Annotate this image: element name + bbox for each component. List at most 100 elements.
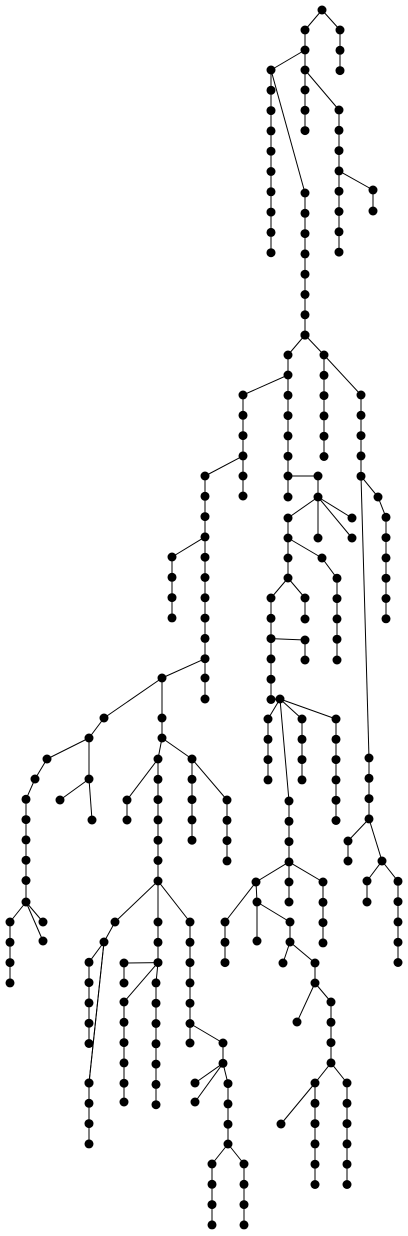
tree-node xyxy=(334,146,344,156)
tree-node xyxy=(275,694,285,704)
tree-edge xyxy=(126,758,159,801)
tree-node xyxy=(284,796,294,806)
tree-node xyxy=(119,1078,129,1088)
tree-node xyxy=(218,1058,228,1068)
tree-node xyxy=(373,492,383,502)
tree-node xyxy=(239,1220,249,1230)
tree-node xyxy=(200,532,210,542)
tree-node xyxy=(185,937,195,947)
tree-node xyxy=(185,958,195,968)
tree-node xyxy=(266,187,276,197)
tree-node xyxy=(238,431,248,441)
tree-node xyxy=(263,734,273,744)
tree-node xyxy=(21,855,31,865)
tree-node xyxy=(153,815,163,825)
tree-node xyxy=(284,816,294,826)
tree-node xyxy=(223,1099,233,1109)
tree-node xyxy=(317,553,327,563)
tree-node xyxy=(42,754,52,764)
tree-node xyxy=(276,1119,286,1129)
tree-node xyxy=(239,1200,249,1210)
tree-node xyxy=(319,370,329,380)
tree-node xyxy=(381,594,391,603)
tree-node xyxy=(200,673,210,683)
tree-node xyxy=(84,978,94,988)
tree-node xyxy=(313,533,323,543)
tree-node xyxy=(362,876,372,886)
tree-node xyxy=(326,1017,336,1027)
tree-node xyxy=(347,533,357,543)
tree-node xyxy=(393,937,403,947)
tree-node xyxy=(187,754,197,764)
tree-node xyxy=(285,917,295,927)
tree-node xyxy=(153,856,163,865)
tree-node xyxy=(223,1119,233,1129)
tree-node xyxy=(310,1078,320,1088)
tree-edge xyxy=(114,880,159,923)
tree-node xyxy=(381,512,391,522)
tree-node xyxy=(153,937,163,947)
tree-edge xyxy=(304,334,325,356)
tree-node xyxy=(331,755,341,765)
tree-edge xyxy=(270,49,306,71)
tree-node xyxy=(99,713,109,723)
tree-node xyxy=(381,573,391,583)
tree-edge xyxy=(317,496,353,539)
tree-node xyxy=(297,755,307,765)
tree-node xyxy=(283,370,293,380)
tree-node xyxy=(342,1180,352,1189)
tree-node xyxy=(335,25,345,35)
tree-node xyxy=(326,1038,336,1048)
tree-node xyxy=(381,614,391,624)
tree-node xyxy=(319,391,329,401)
tree-node xyxy=(239,1159,249,1169)
tree-node xyxy=(119,978,129,988)
tree-node xyxy=(356,431,366,441)
tree-node xyxy=(252,897,262,907)
tree-node xyxy=(84,1018,94,1028)
tree-node xyxy=(207,1179,217,1189)
tree-node xyxy=(222,815,232,825)
tree-node xyxy=(119,997,129,1007)
tree-node xyxy=(283,492,293,502)
tree-node xyxy=(38,936,48,946)
tree-node xyxy=(185,917,195,927)
tree-node xyxy=(335,45,345,55)
tree-node xyxy=(297,714,307,724)
tree-node xyxy=(119,1058,129,1068)
tree-node xyxy=(200,491,210,501)
tree-node xyxy=(331,775,341,785)
tree-node xyxy=(266,227,276,237)
tree-node xyxy=(300,310,310,320)
tree-node xyxy=(278,958,288,968)
tree-node xyxy=(200,633,210,643)
tree-edge xyxy=(88,778,93,821)
tree-edge xyxy=(88,941,105,1084)
tree-node xyxy=(283,573,293,583)
tree-edge xyxy=(255,861,290,883)
tree-node xyxy=(30,774,40,784)
tree-node xyxy=(342,1139,352,1149)
tree-node xyxy=(266,126,276,136)
tree-node xyxy=(310,1180,320,1189)
tree-node xyxy=(393,917,403,927)
tree-node xyxy=(21,876,31,885)
tree-node xyxy=(153,795,163,805)
tree-node xyxy=(239,1179,249,1189)
tree-node xyxy=(223,1079,233,1089)
tree-edge xyxy=(360,476,370,759)
tree-node xyxy=(238,410,248,420)
tree-node xyxy=(297,734,307,744)
tree-node xyxy=(356,390,366,400)
tree-node xyxy=(167,572,177,582)
tree-node xyxy=(190,1078,200,1088)
tree-node xyxy=(334,186,344,196)
tree-node xyxy=(364,814,374,824)
tree-node xyxy=(5,937,15,947)
tree-node xyxy=(393,897,403,907)
tree-node xyxy=(167,613,177,623)
tree-node xyxy=(356,451,366,461)
tree-node xyxy=(317,5,327,15)
tree-node xyxy=(151,1059,161,1069)
tree-node xyxy=(151,1019,161,1028)
